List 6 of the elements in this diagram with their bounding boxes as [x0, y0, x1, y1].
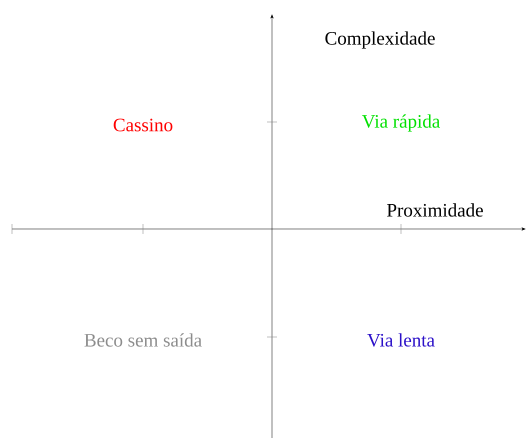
axis-label: Complexidade: [325, 31, 435, 49]
axis-label: Proximidade: [387, 203, 483, 217]
quadrant-label: Beco sem saída: [84, 333, 202, 347]
quadrant-label: Via rápida: [362, 114, 440, 132]
quadrant-label: Cassino: [114, 118, 172, 132]
quadrant-label: Via lenta: [367, 333, 435, 347]
